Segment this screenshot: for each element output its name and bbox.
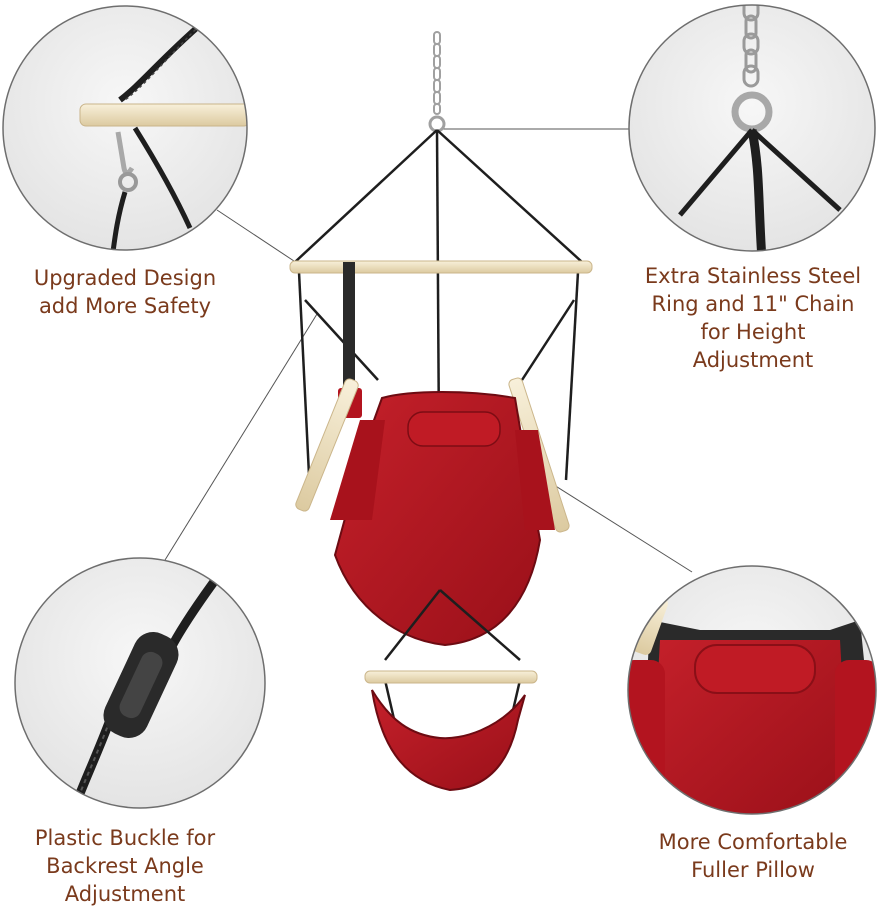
detail-circle-hook: [2, 5, 248, 251]
caption-line: Adjustment: [64, 882, 186, 906]
hammock-chair: [289, 31, 593, 792]
chain-icon: [742, 5, 760, 88]
detail-circle-buckle: [14, 557, 266, 809]
detail-circle-ring: [628, 4, 876, 252]
hook-icon: [115, 131, 138, 192]
ring-icon: [428, 115, 446, 133]
caption-line: Extra Stainless Steel: [644, 264, 862, 288]
caption-line: add More Safety: [38, 294, 212, 318]
caption-line: Ring and 11" Chain: [651, 292, 855, 316]
detail-circle-pillow: [627, 565, 877, 815]
caption-stainless-ring: Extra Stainless Steel Ring and 11" Chain…: [628, 262, 878, 374]
caption-line: Fuller Pillow: [691, 858, 815, 882]
ring-icon: [731, 91, 773, 133]
chain-icon: [433, 31, 441, 115]
caption-line: Backrest Angle: [46, 854, 204, 878]
caption-line: Plastic Buckle for: [34, 826, 216, 850]
caption-line: Adjustment: [692, 348, 814, 372]
pillow-icon: [407, 411, 501, 447]
buckle-icon: [103, 632, 179, 738]
caption-fuller-pillow: More Comfortable Fuller Pillow: [628, 828, 878, 884]
caption-line: for Height: [700, 320, 806, 344]
caption-line: More Comfortable: [658, 830, 848, 854]
caption-line: Upgraded Design: [33, 266, 217, 290]
caption-plastic-buckle: Plastic Buckle for Backrest Angle Adjust…: [10, 824, 240, 908]
pillow-icon: [694, 644, 816, 694]
caption-upgraded-design: Upgraded Design add More Safety: [10, 264, 240, 320]
